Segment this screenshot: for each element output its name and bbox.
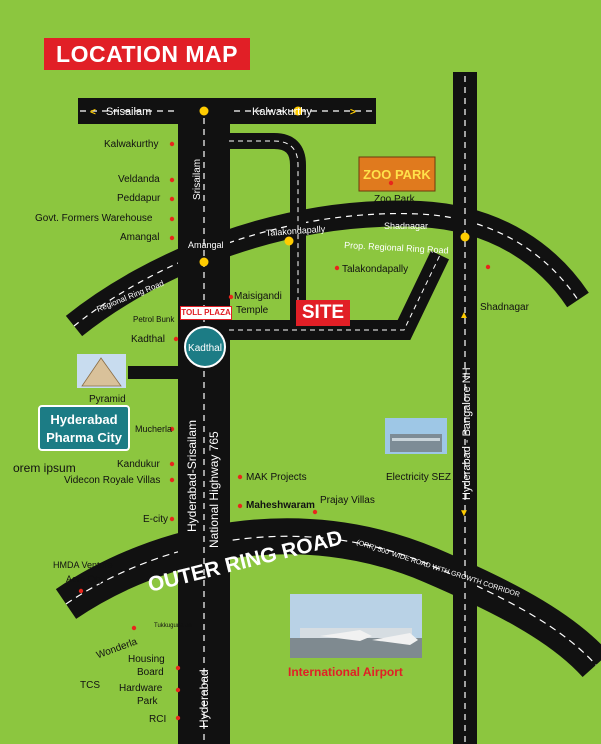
pharma-city-box: Hyderabad Pharma City — [38, 405, 130, 451]
place-maisigandi: Maisigandi — [234, 291, 282, 302]
place-maheshwaram: Maheshwaram — [246, 500, 315, 511]
pyramid-road — [128, 366, 180, 379]
top-road-left: Srisailam — [106, 106, 151, 118]
svg-text:▲: ▲ — [459, 310, 469, 321]
srisailam-road-label: Srisailam — [192, 159, 203, 200]
place-rci: RCI — [149, 714, 167, 725]
hyd-bangalore-label: Hyderabad - Bangalore NH — [461, 367, 473, 500]
place-lorem: orem ipsum — [13, 461, 76, 475]
place-hardware: Hardware — [119, 683, 163, 694]
place-housing: Housing — [128, 654, 165, 665]
place-pyramid: Pyramid — [89, 394, 126, 405]
place-aero-city: Aero City — [66, 574, 104, 584]
kadthal-circle — [184, 326, 226, 368]
tukkuguda-label: Tukkuguda Jn — [154, 623, 191, 629]
place-veldanda: Veldanda — [118, 174, 160, 185]
toll-plaza-badge: TOLL PLAZA — [180, 306, 232, 320]
place-warehouse: Govt. Formers Warehouse — [35, 213, 153, 224]
svg-text:▼: ▼ — [459, 508, 469, 519]
place-amangal: Amangal — [120, 232, 160, 243]
shadnagar-road-label: Shadnagar — [384, 221, 428, 231]
place-electricity-sez: Electricity SEZ — [386, 472, 452, 483]
place-mucherla: Mucherla — [135, 424, 173, 434]
pyramid-image — [77, 354, 126, 388]
place-airport: International Airport — [288, 665, 403, 679]
place-videcon: Videcon Royale Villas — [64, 475, 161, 486]
place-board: Board — [137, 667, 164, 678]
place-peddapur: Peddapur — [117, 193, 161, 204]
top-road-right: Kalwakurthy — [252, 106, 312, 118]
place-kalwakurthy: Kalwakurthy — [104, 139, 159, 150]
place-kadthal: Kadthal — [131, 334, 165, 345]
zoo-park-logo: ZOO PARK — [358, 156, 436, 192]
svg-text:<: < — [90, 107, 96, 118]
electricity-sez-image — [385, 418, 447, 454]
amangal-road-label: Amangal — [188, 240, 224, 250]
place-prajay: Prajay Villas — [320, 495, 375, 506]
pharma-city-line-2: Pharma City — [46, 430, 122, 445]
place-kandukur: Kandukur — [117, 459, 160, 470]
svg-text:ZOO PARK: ZOO PARK — [363, 167, 431, 182]
place-ecity: E-city — [143, 514, 168, 525]
place-maisigandi-temple: Temple — [236, 305, 269, 316]
talakondapally-road-label: Talakondapally — [265, 224, 326, 238]
hyd-srisailam-label-1: Hyderabad-Srisailam — [185, 420, 199, 532]
hyderabad-bottom-label: Hyderabad — [197, 669, 211, 728]
place-park: Park — [137, 696, 158, 707]
site-badge: SITE — [296, 300, 350, 326]
place-petrol-bunk: Petrol Bunk — [133, 315, 175, 324]
airport-image — [290, 594, 422, 658]
svg-text:>: > — [350, 107, 356, 118]
pharma-city-line-1: Hyderabad — [50, 412, 118, 427]
hyd-srisailam-label-2: National Highway 765 — [207, 431, 221, 548]
place-zoo-park: Zoo Park — [374, 194, 415, 205]
kadthal-circle-label: Kadthal — [188, 343, 222, 354]
place-hmda: HMDA Venture — [53, 560, 113, 570]
place-talakondapally: Talakondapally — [342, 264, 409, 275]
page-title: LOCATION MAP — [44, 38, 250, 70]
place-shadnagar: Shadnagar — [480, 302, 529, 313]
place-tcs: TCS — [80, 680, 100, 691]
place-mak: MAK Projects — [246, 472, 307, 483]
